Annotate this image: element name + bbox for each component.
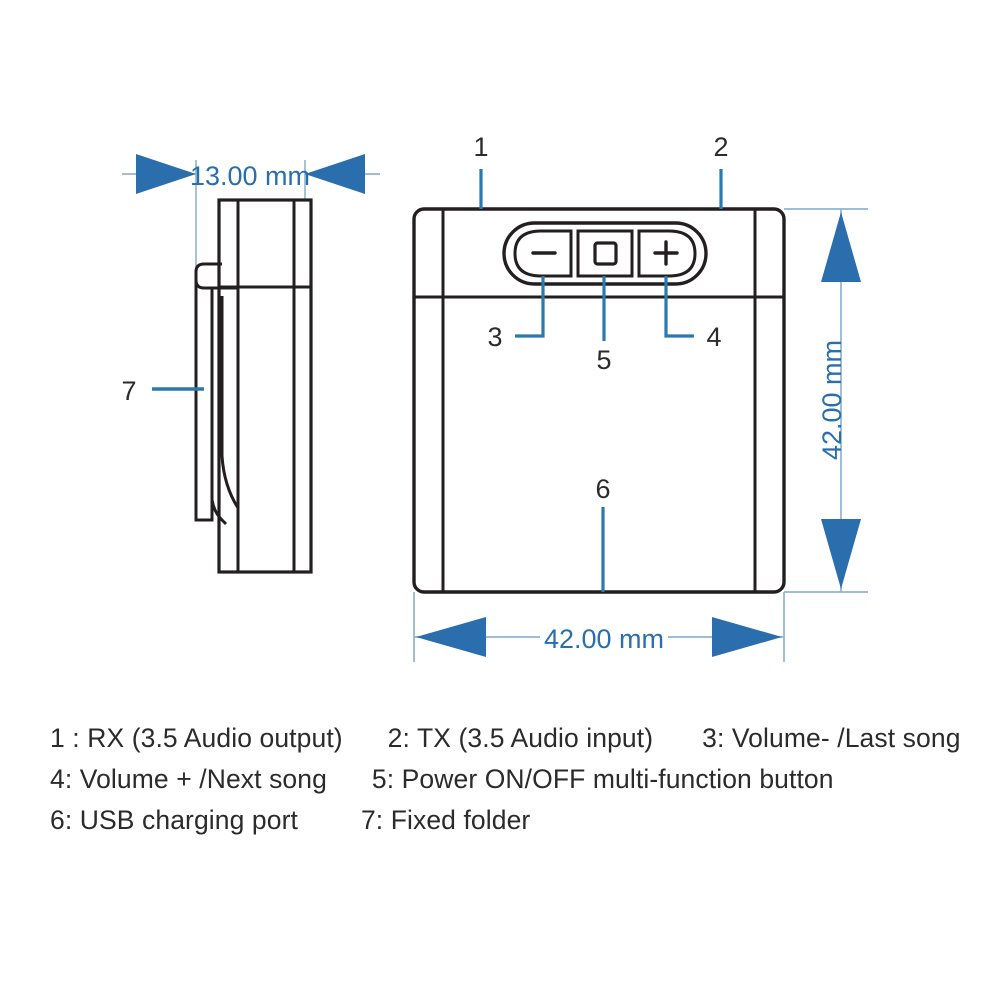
dimension-label-height: 42.00 mm — [817, 340, 847, 460]
leader-line-3 — [515, 276, 545, 338]
legend-item-2: 2: TX (3.5 Audio input) — [387, 723, 654, 753]
legend-line-3: 6: USB charging port 7: Fixed folder — [50, 800, 970, 841]
legend-item-5: 5: Power ON/OFF multi-function button — [371, 764, 834, 794]
dimension-label-depth: 13.00 mm — [190, 161, 310, 191]
arrowhead-height-top — [821, 212, 861, 282]
clip-upper-bend — [194, 262, 238, 290]
legend-block: 1 : RX (3.5 Audio output) 2: TX (3.5 Aud… — [50, 718, 970, 841]
legend-item-1: 1 : RX (3.5 Audio output) — [50, 723, 343, 753]
callout-label-2: 2 — [713, 132, 728, 162]
front-view: 1 2 3 5 4 6 — [412, 132, 786, 594]
callout-label-1: 1 — [473, 132, 488, 162]
arrowhead-depth-left — [136, 154, 196, 194]
side-body-outline — [217, 198, 313, 574]
leader-line-4 — [664, 276, 694, 338]
square-icon — [593, 241, 618, 266]
arrowhead-depth-right — [305, 154, 365, 194]
dimension-width: 42.00 mm — [413, 592, 785, 662]
clip-inner-edge — [210, 288, 228, 526]
side-view: 7 — [121, 154, 380, 574]
legend-item-4: 4: Volume + /Next song — [50, 764, 327, 794]
callout-label-7: 7 — [121, 376, 136, 406]
legend-item-6: 6: USB charging port — [50, 805, 298, 835]
clip-outer-edge — [194, 280, 214, 522]
arrowhead-height-bottom — [821, 519, 861, 589]
clip-spring-curve — [220, 296, 240, 509]
arrowhead-width-left — [416, 617, 486, 657]
legend-line-2: 4: Volume + /Next song 5: Power ON/OFF m… — [50, 759, 970, 800]
legend-item-7: 7: Fixed folder — [360, 805, 531, 835]
arrowhead-width-right — [712, 617, 782, 657]
callout-label-3: 3 — [487, 322, 502, 352]
dimension-label-width: 42.00 mm — [544, 624, 664, 654]
callout-label-5: 5 — [596, 345, 611, 375]
dimension-height: 42.00 mm — [784, 208, 868, 593]
legend-item-3: 3: Volume- /Last song — [702, 723, 961, 753]
legend-line-1: 1 : RX (3.5 Audio output) 2: TX (3.5 Aud… — [50, 718, 970, 759]
dimension-label-width-backdrop — [540, 622, 668, 652]
front-body-outline — [412, 207, 786, 594]
callout-label-4: 4 — [706, 322, 721, 352]
callout-label-6: 6 — [595, 474, 610, 504]
